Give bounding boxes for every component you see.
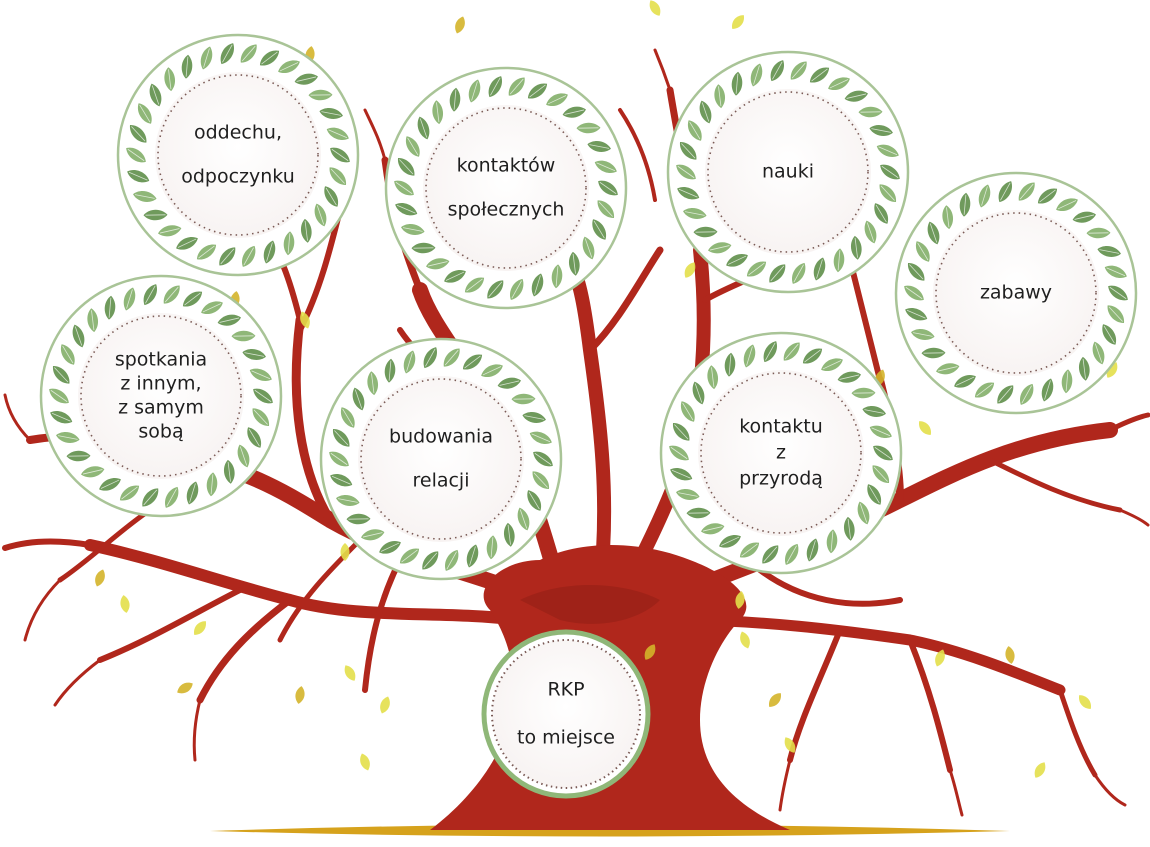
falling-leaf-icon [1078, 695, 1092, 709]
falling-leaf-icon [360, 753, 370, 771]
node-przyroda-dotted-border [700, 372, 862, 534]
ground-line [210, 824, 1010, 837]
falling-leaf-icon [644, 644, 656, 660]
przyroda-label-line: z [776, 442, 786, 464]
node-relacje-inner-disc [358, 376, 524, 542]
oddech-label-line: odpoczynku [181, 166, 295, 188]
relacje-label-line: budowania [389, 426, 493, 448]
falling-leaf-icon [740, 631, 750, 649]
node-nauka-inner-disc [705, 89, 871, 255]
falling-leaf-icon [684, 262, 696, 278]
limb-center [563, 253, 612, 592]
node-relacje-dotted-border [360, 378, 522, 540]
relacje-label-line: relacji [412, 470, 469, 492]
falling-leaf-icon [768, 693, 782, 707]
falling-leaf-icon [120, 595, 130, 613]
oddech-label-line: oddechu, [194, 122, 282, 144]
node-spotkania-inner-disc [78, 313, 244, 479]
kontakty-label-line: kontaktów [457, 155, 556, 177]
falling-leaf-icon [935, 649, 945, 667]
node-przyroda-inner-disc [698, 370, 864, 536]
falling-leaf-icon [455, 16, 465, 34]
node-zabawa: zabawy [894, 171, 1138, 415]
limb-right-low [674, 614, 1066, 696]
kontakty-label-line: społecznych [448, 199, 565, 221]
node-layer: oddechu, odpoczynku kontaktów społecznych na… [39, 33, 1138, 799]
node-spotkania-dotted-border [80, 315, 242, 477]
node-nauka: nauki [666, 50, 910, 294]
node-kontakty-leaf-wreath-icon [394, 76, 618, 300]
node-oddech: oddechu, odpoczynku [116, 33, 360, 277]
node-kontakty-dotted-border [425, 107, 587, 269]
node-root: RKP to miejsce [481, 629, 651, 799]
node-nauka-leaf-wreath-icon [676, 60, 900, 284]
node-zabawa-leaf-wreath-icon [904, 181, 1128, 405]
falling-leaf-icon [784, 737, 796, 753]
node-zabawa-inner-disc [933, 210, 1099, 376]
falling-leaf-icon [340, 543, 350, 561]
node-relacje-leaf-wreath-icon [329, 347, 553, 571]
root-label-line: to miejsce [517, 727, 615, 749]
falling-leaf-icon [193, 621, 207, 635]
falling-leaf-icon [1034, 762, 1046, 778]
node-oddech-leaf-wreath-icon [126, 43, 350, 267]
node-relacje: budowania relacji [319, 337, 563, 581]
node-przyroda-leaf-wreath-icon [669, 341, 893, 565]
spotkania-label-line: z innym, [120, 373, 201, 395]
przyroda-label-line: kontaktu [739, 416, 823, 438]
zabawa-label-line: zabawy [980, 282, 1052, 304]
nauka-label-line: nauki [762, 161, 814, 183]
node-nauka-dotted-border [707, 91, 869, 253]
node-oddech-dotted-border [157, 74, 319, 236]
root-dotted-border [491, 639, 641, 789]
falling-leaf-icon [1005, 646, 1015, 664]
przyroda-label-line: przyrodą [739, 468, 823, 490]
node-kontakty-inner-disc [423, 105, 589, 271]
falling-leaf-icon [300, 311, 310, 329]
falling-leaf-icon [918, 421, 932, 435]
falling-leaf-icon [735, 591, 745, 609]
falling-leaf-icon [295, 686, 305, 704]
node-zabawa-dotted-border [935, 212, 1097, 374]
node-spotkania-leaf-wreath-icon [49, 284, 273, 508]
spotkania-label-line: sobą [138, 421, 183, 443]
falling-leaf-icon [177, 682, 193, 694]
falling-leaf-icon [95, 569, 105, 587]
spotkania-label-line: z samym [118, 397, 204, 419]
falling-leaf-icon [380, 696, 390, 714]
spotkania-label-line: spotkania [115, 349, 207, 371]
trunk-shading [520, 585, 660, 624]
root-label-line: RKP [547, 679, 584, 701]
node-oddech-inner-disc [155, 72, 321, 238]
node-przyroda: kontaktu z przyrodą [659, 331, 903, 575]
falling-leaf-icon [731, 15, 745, 29]
node-kontakty: kontaktów społecznych [384, 66, 628, 310]
falling-leaf-icon [344, 665, 356, 681]
falling-leaf-icon [649, 0, 661, 16]
falling-leaves [95, 0, 1118, 778]
